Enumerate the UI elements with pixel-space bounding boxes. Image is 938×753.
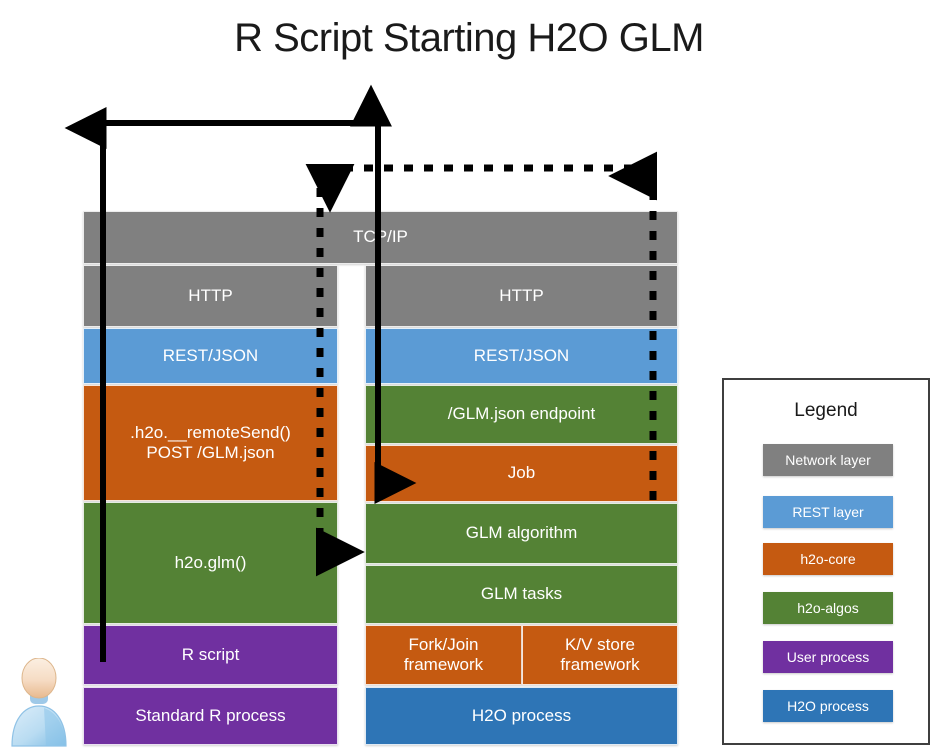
- legend-panel: Legend Network layer REST layer h2o-core…: [722, 378, 930, 745]
- user-avatar-icon: [11, 658, 67, 747]
- legend-item-label: Network layer: [785, 452, 871, 468]
- block-right-fork-join-framework: Fork/Join framework: [365, 625, 522, 685]
- block-right-http: HTTP: [365, 265, 678, 327]
- block-label: Fork/Join framework: [403, 634, 484, 674]
- block-right-glm-algorithm: GLM algorithm: [365, 503, 678, 564]
- block-label: H2O process: [471, 705, 572, 725]
- legend-item-label: User process: [786, 649, 870, 665]
- legend-item-rest-layer: REST layer: [763, 496, 893, 528]
- legend-item-label: h2o-algos: [797, 600, 859, 616]
- legend-item-h2o-process: H2O process: [763, 690, 893, 722]
- block-label: K/V store framework: [560, 634, 640, 674]
- legend-title: Legend: [794, 400, 858, 421]
- block-label: REST/JSON: [473, 345, 570, 365]
- block-label: TCP/IP: [353, 227, 408, 247]
- block-right-rest-json: REST/JSON: [365, 328, 678, 384]
- block-label: Job: [507, 463, 536, 483]
- block-label: HTTP: [499, 285, 544, 305]
- block-label: GLM algorithm: [465, 523, 578, 543]
- block-left-standard-r-process: Standard R process: [83, 687, 338, 745]
- block-left-http: HTTP: [83, 265, 338, 327]
- block-label: REST/JSON: [162, 345, 259, 365]
- block-label: R script: [181, 644, 240, 664]
- block-left-rest-json: REST/JSON: [83, 328, 338, 384]
- block-right-kv-store-framework: K/V store framework: [522, 625, 678, 685]
- block-right-glm-json-endpoint: /GLM.json endpoint: [365, 385, 678, 444]
- block-label: /GLM.json endpoint: [447, 404, 596, 424]
- block-right-glm-tasks: GLM tasks: [365, 565, 678, 624]
- block-label: h2o.glm(): [174, 552, 247, 572]
- block-right-job: Job: [365, 445, 678, 502]
- legend-item-network-layer: Network layer: [763, 444, 893, 476]
- block-right-h2o-process: H2O process: [365, 687, 678, 745]
- block-label: .h2o.__remoteSend() POST /GLM.json: [130, 422, 291, 462]
- legend-item-h2o-core: h2o-core: [763, 543, 893, 575]
- legend-item-label: REST layer: [792, 504, 864, 520]
- block-label: HTTP: [188, 285, 233, 305]
- block-left-h2o-glm: h2o.glm(): [83, 502, 338, 624]
- block-left-r-script: R script: [83, 625, 338, 685]
- legend-item-h2o-algos: h2o-algos: [763, 592, 893, 624]
- page-title: R Script Starting H2O GLM: [234, 16, 704, 60]
- block-tcpip: TCP/IP: [83, 211, 678, 264]
- block-label: Standard R process: [135, 705, 286, 725]
- legend-item-label: h2o-core: [800, 551, 856, 567]
- block-left-remote-send: .h2o.__remoteSend() POST /GLM.json: [83, 385, 338, 501]
- block-label: GLM tasks: [480, 584, 563, 604]
- legend-item-label: H2O process: [787, 698, 869, 714]
- legend-item-user-process: User process: [763, 641, 893, 673]
